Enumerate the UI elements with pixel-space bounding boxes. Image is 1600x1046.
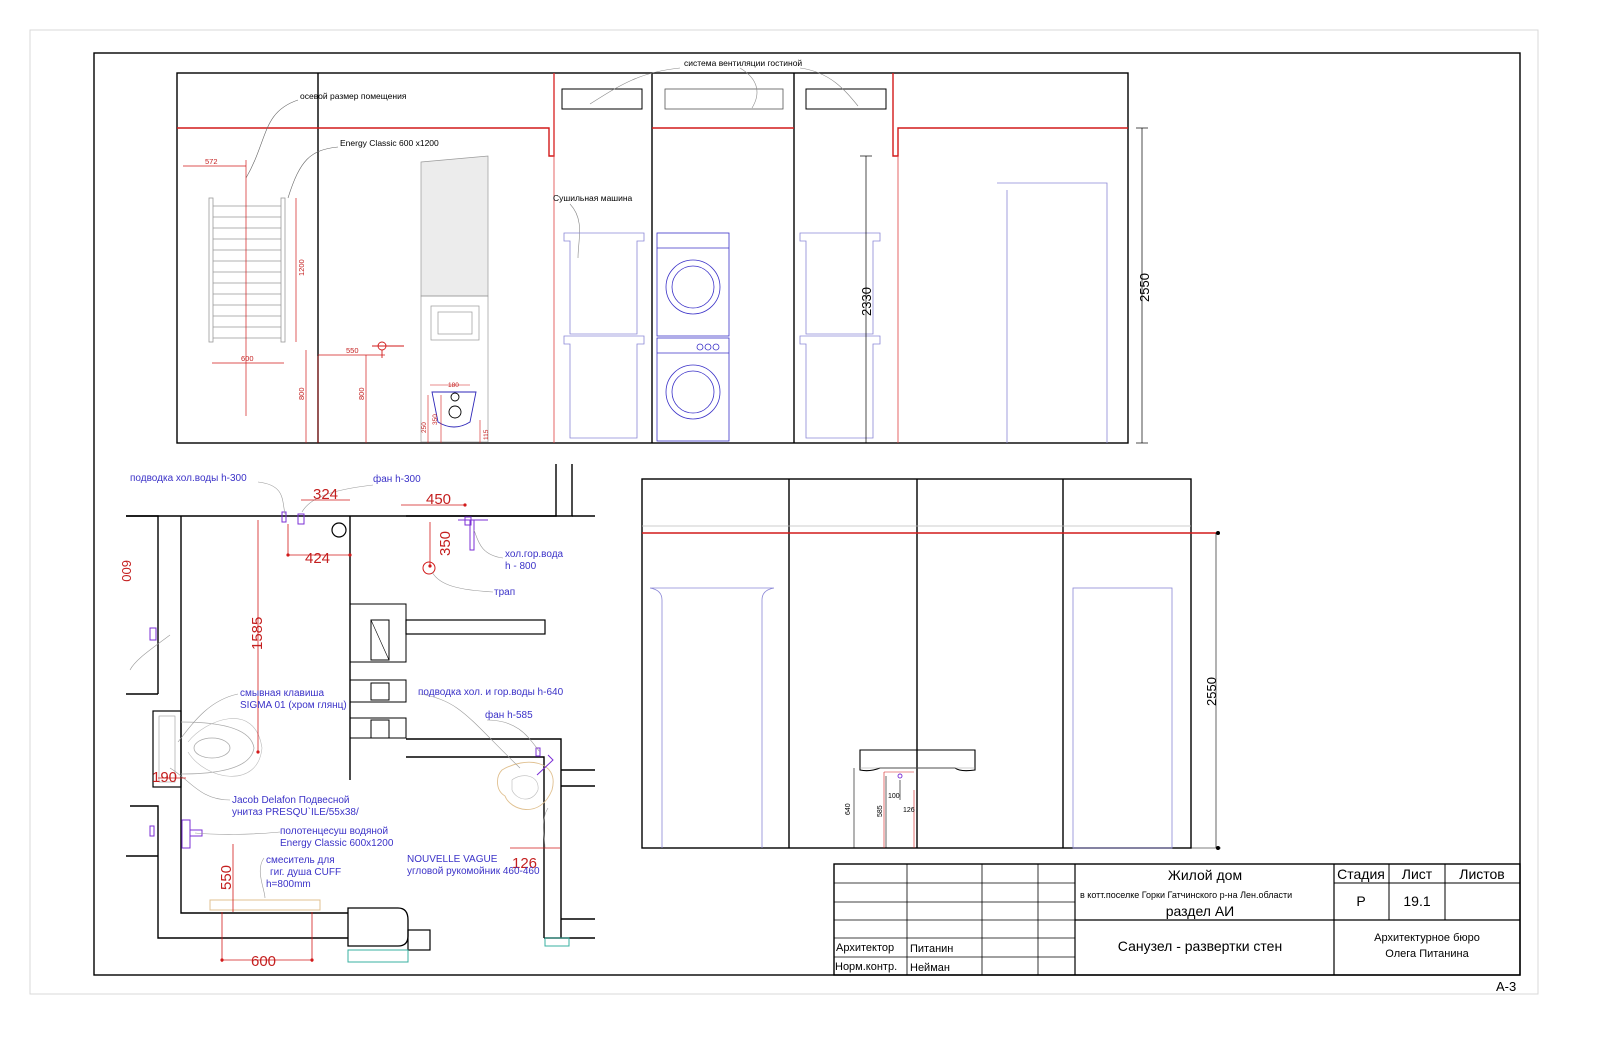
tb-role-architect: Архитектор	[836, 942, 894, 954]
towel-warmer-model: Energy Classic 600x1200	[280, 838, 394, 849]
plan-dim-edge: 600	[119, 560, 134, 582]
bathroom-plan: 324 450 350 424 1585 190 550 126 600 600…	[119, 464, 595, 970]
dim-250: 250	[421, 422, 428, 433]
dim-2330: 2330	[859, 287, 874, 316]
washing-machine-stack	[656, 232, 730, 442]
towel-model-label: Energy Classic 600 х1200	[340, 138, 439, 148]
dim-600: 600	[241, 354, 254, 363]
plan-dim-450: 450	[426, 491, 451, 508]
dim-550: 550	[346, 346, 359, 355]
tb-stage-value: Р	[1356, 893, 1365, 909]
tb-name-architect: Питанин	[910, 943, 953, 955]
dim-350: 350	[432, 414, 439, 425]
cold-supply-note: подводка хол.воды h-300	[130, 473, 247, 484]
tb-bureau-2: Олега Питанина	[1385, 948, 1469, 960]
tb-name-normcontrol: Нейман	[910, 962, 950, 974]
fan-585-note: фан h-585	[485, 709, 533, 721]
tb-sheet-label: Лист	[1402, 866, 1433, 882]
mixer-note: смеситель для	[266, 855, 335, 866]
fan-300-note: фан h-300	[373, 473, 421, 485]
top-wall-elevation: система вентиляции гостиной осевой разме…	[176, 58, 1152, 444]
toilet-note: Jacob Delafon Подвесной	[232, 795, 350, 806]
ventilation-label: система вентиляции гостиной	[684, 58, 802, 68]
plan-dim-126: 126	[512, 855, 537, 872]
dryer-cabinet	[563, 232, 645, 439]
tb-location: в котт.поселке Горки Гатчинского р-на Ле…	[1080, 890, 1292, 900]
drain-note: трап	[494, 587, 515, 598]
towel-warmer	[208, 197, 286, 343]
sheet-code: A-3	[1496, 979, 1516, 994]
dim-1200: 1200	[297, 259, 306, 276]
plan-dim-350: 350	[437, 531, 454, 556]
hot-cold-water-note: хол.гор.вода	[505, 549, 564, 560]
drawing-frame	[93, 52, 1521, 976]
mixer-height: h=800mm	[266, 879, 311, 890]
dim-2550: 2550	[1137, 273, 1152, 302]
bottom-dim-585: 585	[877, 805, 884, 817]
toilet-bowl	[431, 391, 477, 428]
dim-800: 800	[297, 387, 306, 400]
bottom-dim-640: 640	[845, 803, 852, 815]
dim-800: 800	[357, 387, 366, 400]
hygienic-shower-mixer	[372, 341, 404, 358]
plan-dim-550: 550	[218, 865, 235, 890]
plan-dim-324: 324	[313, 486, 338, 503]
vent-grille	[805, 88, 887, 110]
plan-dim-600: 600	[251, 953, 276, 970]
supply-640-note: подводка хол. и гор.воды h-640	[418, 687, 564, 698]
toilet-installation	[420, 155, 489, 443]
plan-dim-190: 190	[152, 769, 177, 786]
flush-key-note: смывная клавиша	[240, 688, 324, 699]
plan-dim-1585: 1585	[249, 617, 266, 650]
basin-model: угловой рукомойник 460-460	[407, 866, 540, 877]
tb-drawing-title: Санузел - развертки стен	[1118, 938, 1282, 954]
vent-grille	[561, 88, 643, 110]
tb-bureau-1: Архитектурное бюро	[1374, 932, 1480, 944]
h800-note: h - 800	[505, 561, 537, 572]
tb-project: Жилой дом	[1168, 867, 1242, 883]
bottom-dim-2550: 2550	[1204, 677, 1219, 706]
dryer-label: Сушильная машина	[553, 193, 633, 203]
mixer-model: гиг. душа CUFF	[270, 867, 341, 878]
tb-sheet-value: 19.1	[1403, 893, 1430, 909]
title-block	[833, 863, 1521, 976]
plumbing-fixtures	[149, 511, 554, 849]
outer-sheet-border	[29, 29, 1539, 995]
dim-180: 180	[448, 382, 459, 389]
vent-grille	[664, 88, 784, 110]
storage-cabinet	[799, 232, 881, 439]
flush-key-model: SIGMA 01 (хром глянц)	[240, 700, 347, 711]
bottom-dim-126: 126	[903, 807, 915, 814]
tb-sheets-label: Листов	[1459, 866, 1505, 882]
bottom-wall-elevation: 2550 640 585 100 126	[641, 478, 1221, 850]
basin-note: NOUVELLE VAGUE	[407, 854, 498, 865]
tb-stage-label: Стадия	[1337, 866, 1385, 882]
dim-572: 572	[205, 157, 218, 166]
plan-dim-424: 424	[305, 550, 330, 567]
bottom-dim-100: 100	[888, 793, 900, 800]
dim-115: 115	[483, 429, 490, 440]
tb-role-normcontrol: Норм.контр.	[835, 961, 897, 973]
axis-size-label: осевой размер помещения	[300, 91, 407, 101]
towel-warmer-note: полотенцесуш водяной	[280, 826, 388, 837]
tb-section: раздел АИ	[1166, 903, 1234, 919]
toilet-model: унитаз PRESQU`ILE/55x38/	[232, 806, 359, 818]
